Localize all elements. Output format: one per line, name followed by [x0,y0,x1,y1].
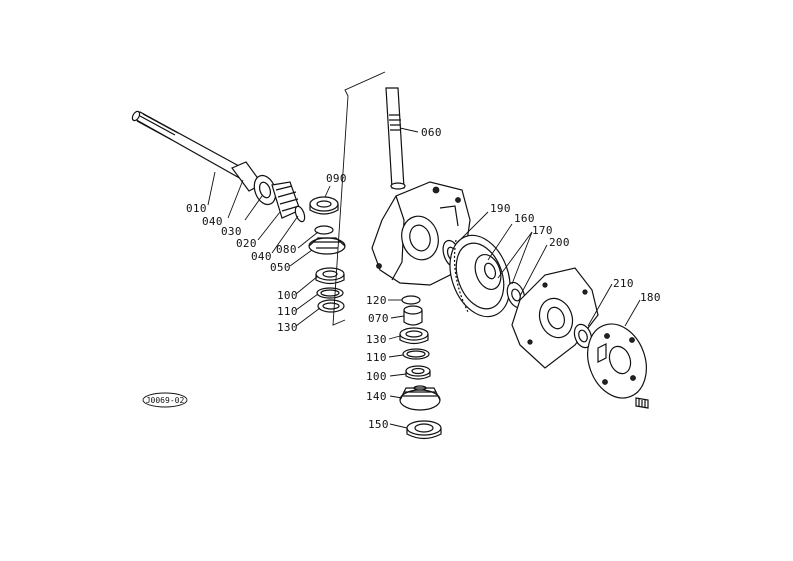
label-110-lower: 110 [366,351,387,364]
label-150: 150 [368,418,389,431]
label-140: 140 [366,390,387,403]
label-050: 050 [270,261,291,274]
label-200: 200 [549,236,570,249]
shaft-060 [385,87,406,190]
label-100-left: 100 [277,289,298,302]
ring-110-lower [402,348,430,360]
bearing-090 [309,196,339,215]
shim-040 [294,205,306,223]
label-110-left: 110 [277,305,298,318]
label-040-lower: 040 [251,250,272,263]
label-190: 190 [490,202,511,215]
label-010: 010 [186,202,207,215]
label-130-left: 130 [277,321,298,334]
bearing-030 [253,174,277,206]
bevel-gear-140 [399,385,441,411]
shaft-010 [131,110,263,192]
seal-130-lower [399,327,429,345]
ring-gear-160 [449,234,511,318]
cover-plate-200 [511,267,599,369]
ring-110-left [316,287,344,299]
bearing-100-lower [405,365,431,380]
seal-130-left [317,299,345,313]
reference-code-badge: J0069-02 [142,392,188,408]
label-130-lower: 130 [366,333,387,346]
flange-180 [587,323,649,409]
label-070: 070 [368,312,389,325]
label-090: 090 [326,172,347,185]
seal-210 [573,323,593,349]
label-160: 160 [514,212,535,225]
label-170: 170 [532,224,553,237]
bevel-gear-050 [308,237,346,255]
collar-070 [403,305,423,326]
label-210: 210 [613,277,634,290]
label-040-upper: 040 [202,215,223,228]
ring-080 [314,225,334,235]
reference-code: J0069-02 [146,396,185,405]
leader-lines [207,127,641,429]
label-100-lower: 100 [366,370,387,383]
label-060: 060 [421,126,442,139]
label-180: 180 [640,291,661,304]
ring-120 [401,295,421,305]
label-120: 120 [366,294,387,307]
assembly-bracket [332,71,386,326]
bearing-150 [406,420,442,440]
label-030: 030 [221,225,242,238]
label-020: 020 [236,237,257,250]
bearing-100-left [315,267,345,285]
label-080: 080 [276,243,297,256]
